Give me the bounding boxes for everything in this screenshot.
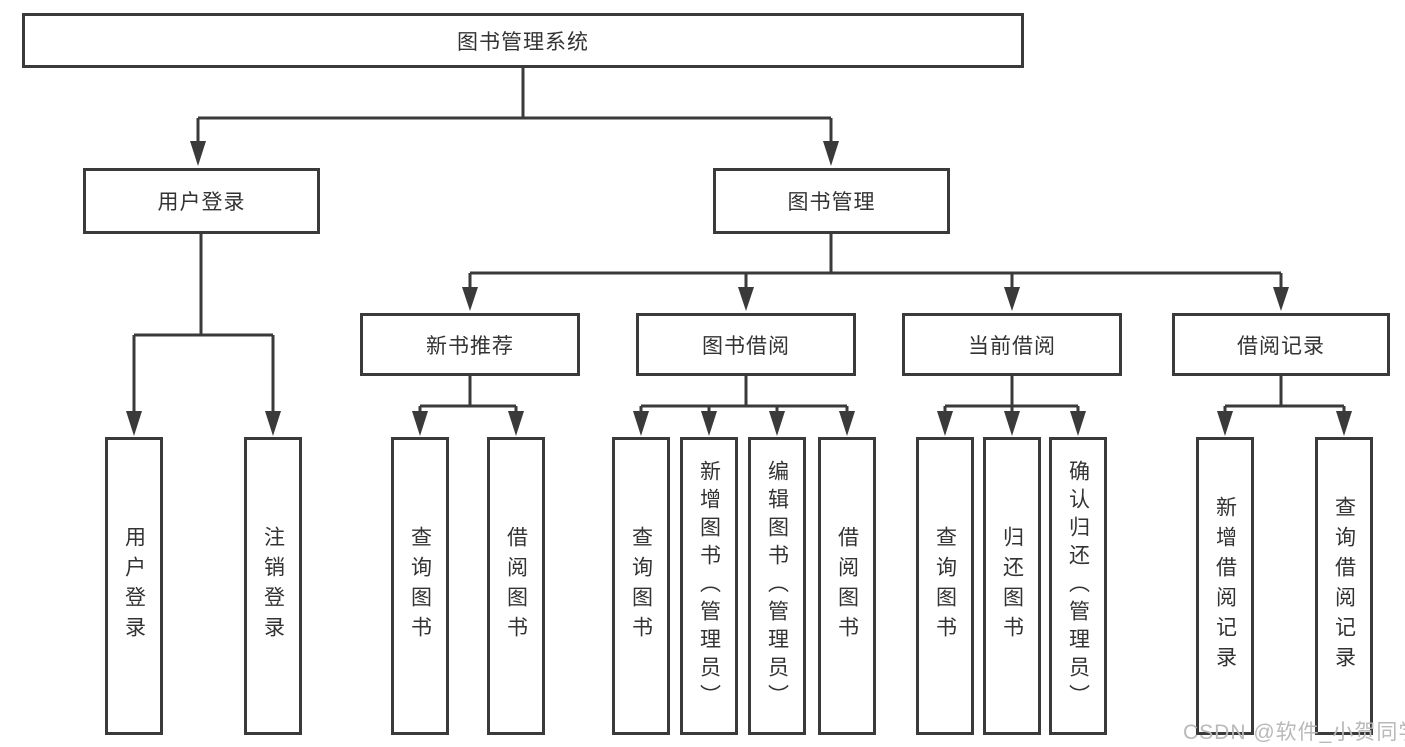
node-user-login: 用户登录 <box>83 168 320 234</box>
node-label: 查询图书 <box>933 526 957 646</box>
leaf-borrow-books-2: 借阅图书 <box>818 437 876 735</box>
leaf-query-books-3: 查询图书 <box>916 437 974 735</box>
leaf-add-books-admin: 新增图书（管理员） <box>680 437 738 735</box>
node-borrowing-records: 借阅记录 <box>1172 313 1390 376</box>
node-label: 确认归还（管理员） <box>1066 460 1090 712</box>
node-label: 当前借阅 <box>968 334 1056 358</box>
leaf-edit-books-admin: 编辑图书（管理员） <box>748 437 806 735</box>
csdn-watermark: CSDN @软件_小贺同学 <box>1183 721 1405 744</box>
leaf-confirm-return-admin: 确认归还（管理员） <box>1049 437 1107 735</box>
leaf-query-books-2: 查询图书 <box>612 437 670 735</box>
node-library-management-system: 图书管理系统 <box>22 13 1024 68</box>
leaf-borrow-books-1: 借阅图书 <box>487 437 545 735</box>
node-label: 借阅图书 <box>504 526 528 646</box>
node-label: 新增图书（管理员） <box>697 460 721 712</box>
node-label: 图书借阅 <box>702 334 790 358</box>
node-book-management: 图书管理 <box>713 168 950 234</box>
node-label: 编辑图书（管理员） <box>765 460 789 712</box>
node-label: 借阅记录 <box>1237 334 1325 358</box>
leaf-query-books-1: 查询图书 <box>391 437 449 735</box>
node-label: 查询图书 <box>408 526 432 646</box>
node-label: 归还图书 <box>1000 526 1024 646</box>
leaf-add-borrow-record: 新增借阅记录 <box>1196 437 1254 735</box>
leaf-user-login: 用户登录 <box>105 437 163 735</box>
node-label: 用户登录 <box>157 191 246 214</box>
leaf-query-borrow-record: 查询借阅记录 <box>1315 437 1373 735</box>
node-label: 查询借阅记录 <box>1332 496 1356 676</box>
node-current-borrowing: 当前借阅 <box>902 313 1122 376</box>
node-label: 新增借阅记录 <box>1213 496 1237 676</box>
node-book-borrowing: 图书借阅 <box>636 313 856 376</box>
node-label: 图书管理 <box>787 191 876 214</box>
leaf-logout: 注销登录 <box>244 437 302 735</box>
node-label: 图书管理系统 <box>457 30 589 54</box>
leaf-return-books: 归还图书 <box>983 437 1041 735</box>
node-label: 用户登录 <box>122 526 146 646</box>
node-label: 查询图书 <box>629 526 653 646</box>
node-label: 注销登录 <box>261 526 285 646</box>
node-label: 新书推荐 <box>426 334 514 358</box>
node-label: 借阅图书 <box>835 526 859 646</box>
node-new-book-recommendation: 新书推荐 <box>360 313 580 376</box>
